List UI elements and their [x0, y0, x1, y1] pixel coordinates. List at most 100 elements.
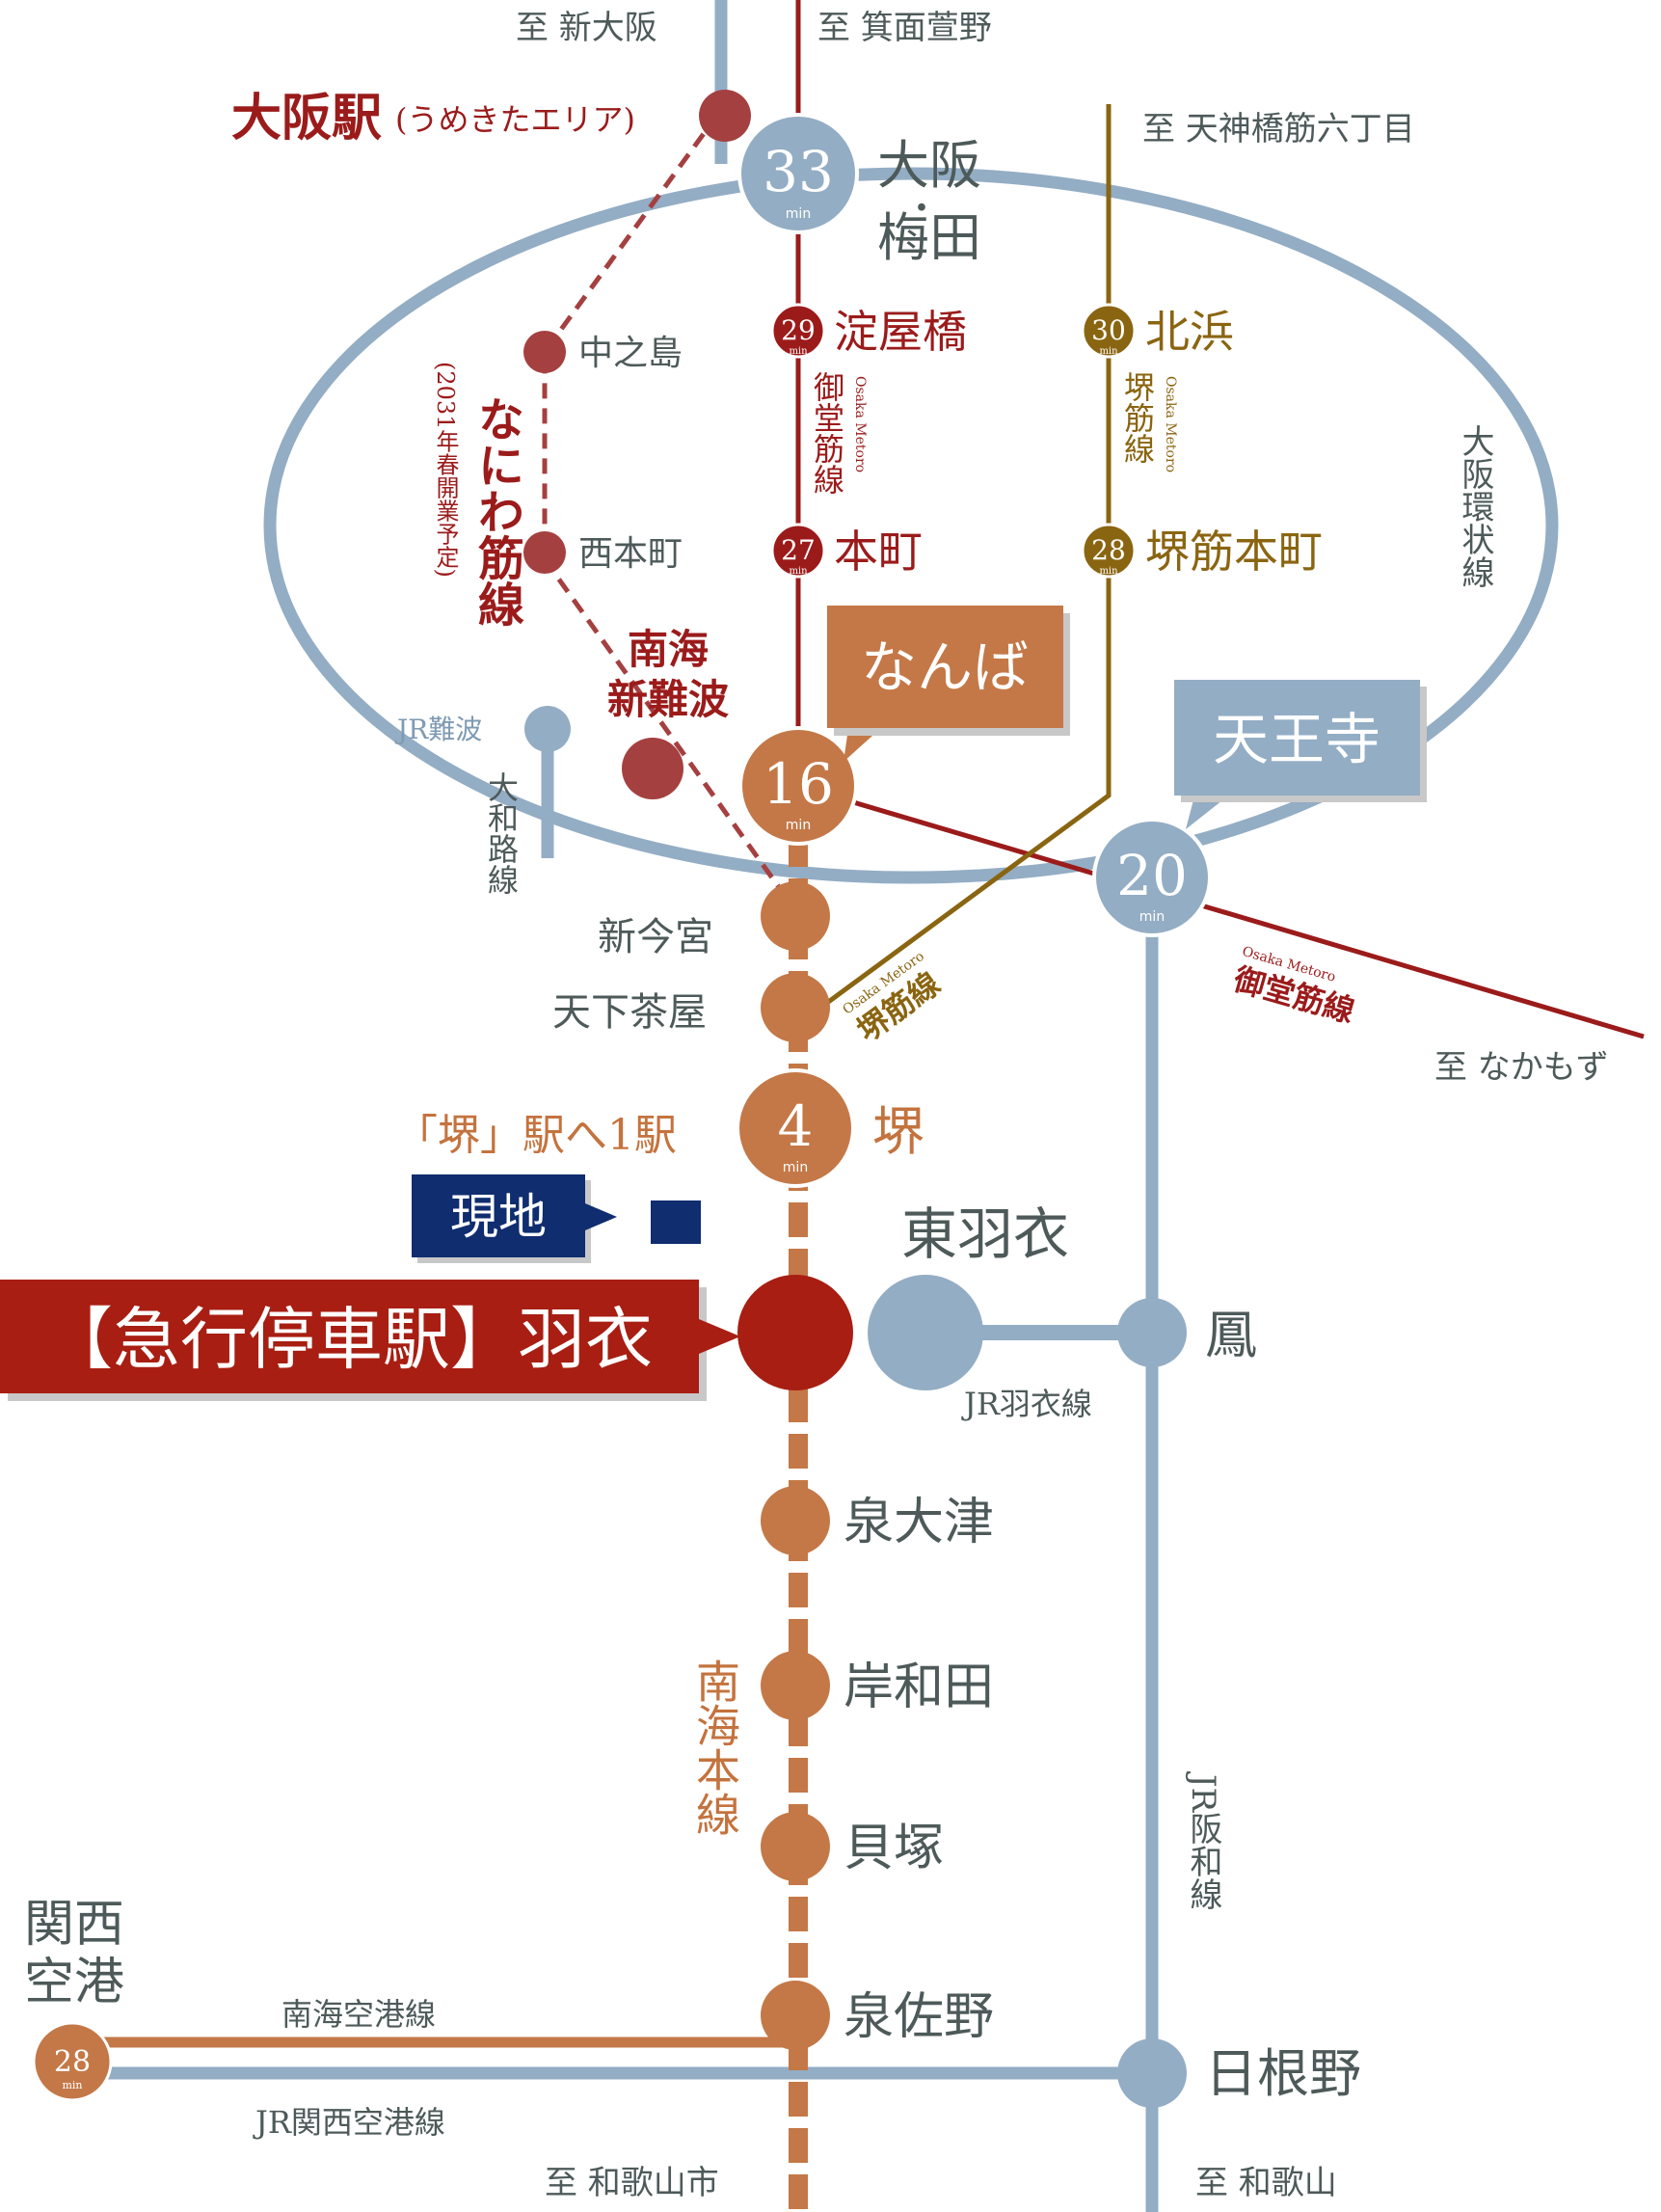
sakaisuji-line-label: 堺筋線	[1119, 371, 1156, 464]
hagoromo-line-label: JR羽衣線	[961, 1386, 1092, 1422]
yodoyabashi-min-unit: min	[789, 346, 808, 357]
honmachi-station	[770, 523, 826, 579]
osaka-umekita-station	[699, 90, 751, 142]
nakanoshima-station	[523, 331, 566, 373]
sakaisuji-honmachi-min-unit: min	[1099, 566, 1118, 577]
shin-imamiya-label: 新今宮	[598, 915, 713, 959]
sakaisuji-honmachi-minutes: 28	[1091, 534, 1126, 566]
midosuji-line-label: 御堂筋線	[809, 371, 845, 495]
higashi-hagoromo-station	[868, 1275, 983, 1390]
midosuji-line-diag	[797, 783, 1645, 1039]
dir-wakayamashi: 至 和歌山市	[545, 2164, 719, 2202]
kansai-airport-minutes: 28	[54, 2045, 91, 2079]
yodoyabashi-minutes: 29	[781, 314, 816, 346]
nankai-airport-line-label: 南海空港線	[281, 1996, 436, 2033]
honmachi-min-unit: min	[789, 566, 808, 577]
kansai-airport-station	[32, 2021, 113, 2102]
sakai-note-label: 「堺」駅へ1駅	[395, 1111, 677, 1160]
loop-line-label: 大阪環状線	[1456, 424, 1494, 588]
izumiotsu-station	[761, 1486, 830, 1555]
hagoromo-banner: 【急行停車駅】羽衣	[0, 1280, 740, 1401]
shin-imamiya-station	[761, 881, 830, 951]
dir-nakamozu: 至 なかもず	[1434, 1048, 1609, 1087]
dir-shin-osaka: 至 新大阪	[516, 9, 657, 47]
naniwa-line-note: (2031年春開業予定)	[432, 362, 459, 578]
kaizuka-station	[761, 1812, 830, 1881]
umeda-minutes: 33	[763, 139, 834, 204]
kansai-airport-label-1: 関西	[24, 1896, 124, 1954]
tennoji-station	[1092, 818, 1212, 937]
otori-label: 鳳	[1205, 1305, 1257, 1365]
nishihonmachi-station	[523, 531, 566, 574]
umeda-station	[737, 113, 859, 234]
umeda-min-unit: min	[786, 206, 811, 222]
osaka-umekita-sub: (うめきたエリア)	[395, 101, 635, 138]
otori-station	[1117, 1298, 1187, 1367]
kitahama-station	[1081, 303, 1137, 359]
izumisano-label: 泉佐野	[844, 1988, 994, 2046]
osaka-loop-line	[263, 167, 1559, 884]
sakai-label: 堺	[872, 1101, 924, 1162]
namba-callout: なんば	[827, 606, 1070, 762]
tennoji-minutes: 20	[1116, 843, 1188, 908]
midosuji-brand-label: Osaka Metoro	[852, 376, 868, 472]
kitahama-label: 北浜	[1145, 306, 1234, 358]
current-site-marker	[651, 1200, 701, 1244]
nankai-main-line-label: 南海本線	[689, 1659, 741, 1836]
midosuji-diag-labels: Osaka Metoro 御堂筋線	[1229, 944, 1358, 1030]
tennoji-label: 天王寺	[1213, 707, 1380, 772]
sakaisuji-honmachi-station	[1081, 523, 1137, 579]
yamatoji-line-label: 大和路線	[483, 771, 520, 895]
sakai-station	[736, 1068, 855, 1188]
namba-station	[738, 726, 858, 846]
kishiwada-label: 岸和田	[844, 1659, 994, 1716]
honmachi-minutes: 27	[781, 534, 816, 566]
hanwa-line-label: JR阪和線	[1184, 1771, 1222, 1910]
nankai-shin-namba-station	[622, 738, 683, 799]
nishihonmachi-label: 西本町	[578, 534, 683, 574]
hineno-station	[1117, 2038, 1187, 2108]
higashi-hagoromo-label: 東羽衣	[901, 1201, 1069, 1267]
namba-min-unit: min	[786, 818, 811, 833]
tennoji-callout: 天王寺	[1174, 680, 1427, 829]
umeda-label-2: 梅田	[877, 207, 981, 268]
nankai-shin-namba-label-2: 新難波	[607, 676, 729, 723]
hagoromo-label: 【急行停車駅】羽衣	[45, 1300, 653, 1379]
jr-namba-label: JR難波	[394, 714, 482, 745]
sakaisuji-honmachi-label: 堺筋本町	[1145, 526, 1323, 578]
dir-tenjinbashi: 至 天神橋筋六丁目	[1142, 110, 1415, 148]
kishiwada-station	[761, 1651, 830, 1720]
yodoyabashi-label: 淀屋橋	[834, 306, 967, 358]
umeda-label-dot: ・	[904, 189, 939, 229]
namba-minutes: 16	[763, 751, 834, 817]
kansai-airport-label-2: 空港	[24, 1954, 124, 2011]
izumiotsu-label: 泉大津	[844, 1494, 994, 1551]
current-site-callout: 現地	[412, 1174, 701, 1263]
nakanoshima-label: 中之島	[578, 334, 683, 373]
izumisano-station	[761, 1981, 830, 2050]
yodoyabashi-station	[770, 303, 826, 359]
kansai-airport-min-unit: min	[62, 2079, 82, 2091]
namba-label: なんば	[861, 634, 1029, 700]
sakaisuji-brand-label: Osaka Metoro	[1163, 376, 1178, 472]
osaka-umekita-label: 大阪駅	[231, 89, 382, 148]
naniwa-line	[542, 112, 789, 899]
honmachi-label: 本町	[834, 526, 923, 578]
kitahama-min-unit: min	[1099, 346, 1118, 357]
dir-minoh: 至 箕面萱野	[817, 9, 992, 47]
tengachaya-station	[761, 973, 830, 1042]
hagoromo-station	[737, 1275, 853, 1390]
hineno-label: 日根野	[1205, 2043, 1361, 2104]
jr-kansai-airport-line-label: JR関西空港線	[253, 2104, 445, 2141]
naniwa-line-label: なにわ筋線	[469, 395, 524, 627]
sakai-minutes: 4	[778, 1093, 814, 1159]
kitahama-minutes: 30	[1091, 314, 1126, 346]
dir-wakayama: 至 和歌山	[1195, 2164, 1337, 2202]
tengachaya-label: 天下茶屋	[552, 990, 707, 1035]
umeda-label-1: 大阪	[877, 135, 981, 196]
current-site-label: 現地	[450, 1189, 547, 1245]
nankai-shin-namba-label-1: 南海	[628, 626, 709, 673]
sakaisuji-diag-labels: Osaka Metoro 堺筋線	[840, 949, 947, 1049]
kaizuka-label: 貝塚	[844, 1820, 944, 1877]
